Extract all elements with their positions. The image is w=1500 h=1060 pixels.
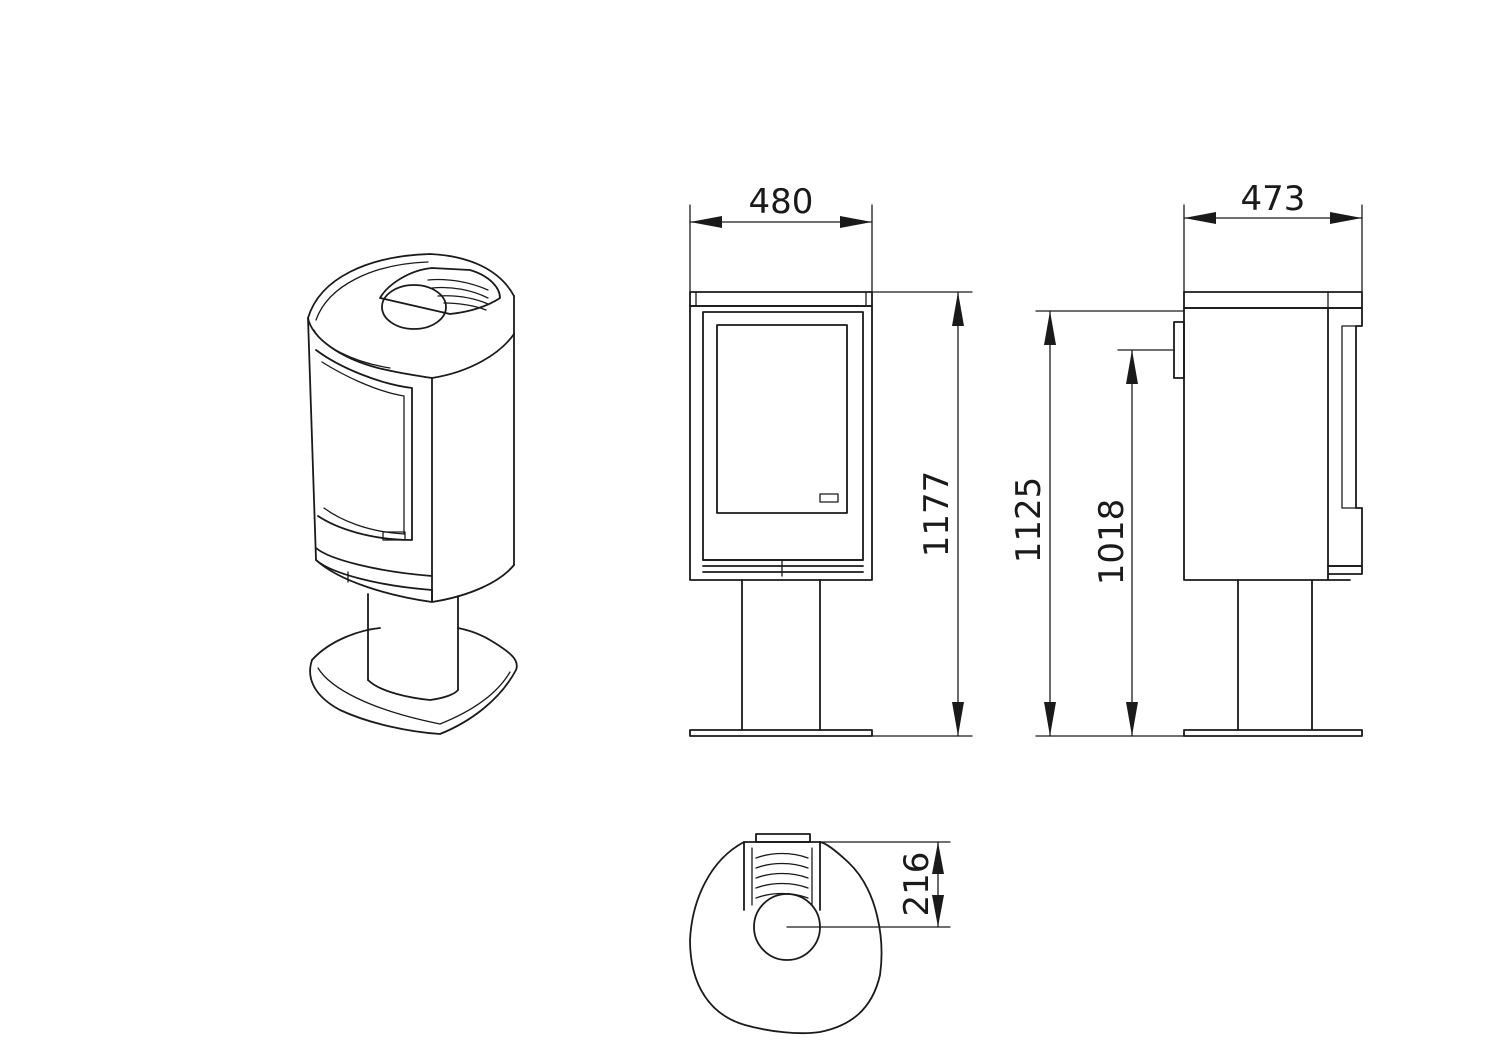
total-height-dimension-label: 1177 — [917, 471, 957, 558]
flue-offset-dimension-label: 216 — [897, 852, 937, 917]
rear-outlet-height-dimension-label: 1018 — [1092, 499, 1132, 586]
isometric-view — [307, 253, 518, 735]
depth-dimension-label: 473 — [1241, 179, 1306, 219]
front-view: 480 1177 — [689, 182, 973, 737]
width-dimension-label: 480 — [749, 182, 814, 222]
flue-height-dimension-label: 1125 — [1009, 477, 1049, 564]
top-view: 216 — [689, 833, 951, 1035]
side-view: 473 1125 1018 — [1009, 179, 1363, 737]
